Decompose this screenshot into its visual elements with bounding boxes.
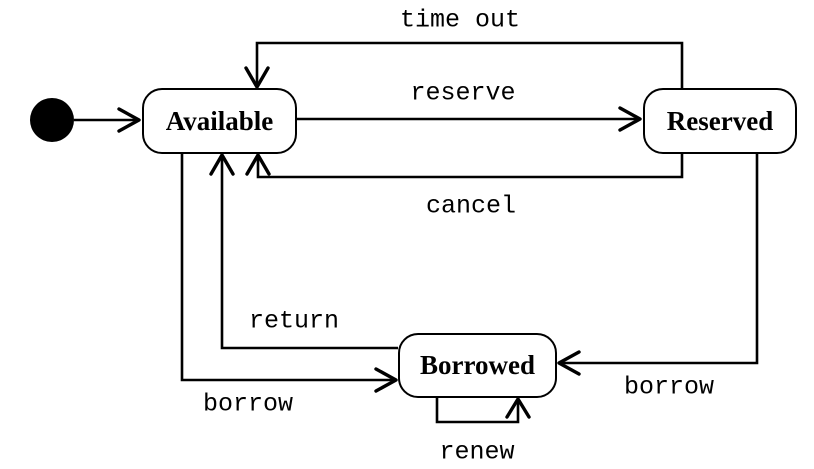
state-available: Available	[142, 88, 297, 154]
edge-borrow-right	[557, 154, 759, 376]
state-available-label: Available	[165, 105, 274, 136]
state-borrowed-label: Borrowed	[420, 350, 535, 380]
state-borrowed: Borrowed	[398, 333, 557, 398]
edge-cancel	[245, 153, 684, 179]
transition-label-borrow-left: borrow	[202, 389, 294, 419]
state-reserved-label: Reserved	[666, 105, 774, 136]
transition-label-borrow-right: borrow	[623, 372, 715, 402]
transition-label-cancel: cancel	[425, 191, 517, 221]
edge-renew	[435, 397, 531, 424]
transition-label-renew: renew	[439, 437, 515, 467]
edge-time-out	[244, 41, 684, 89]
state-reserved: Reserved	[643, 88, 797, 154]
transition-label-return: return	[248, 306, 340, 336]
transition-label-reserve: reserve	[410, 78, 516, 108]
initial-state-dot	[30, 98, 74, 142]
edge-borrow-left	[180, 154, 398, 393]
edge-reserve	[297, 106, 642, 132]
edge-return	[209, 153, 398, 350]
transition-label-time-out: time out	[399, 5, 521, 35]
edge-initial-to-available	[74, 107, 141, 133]
